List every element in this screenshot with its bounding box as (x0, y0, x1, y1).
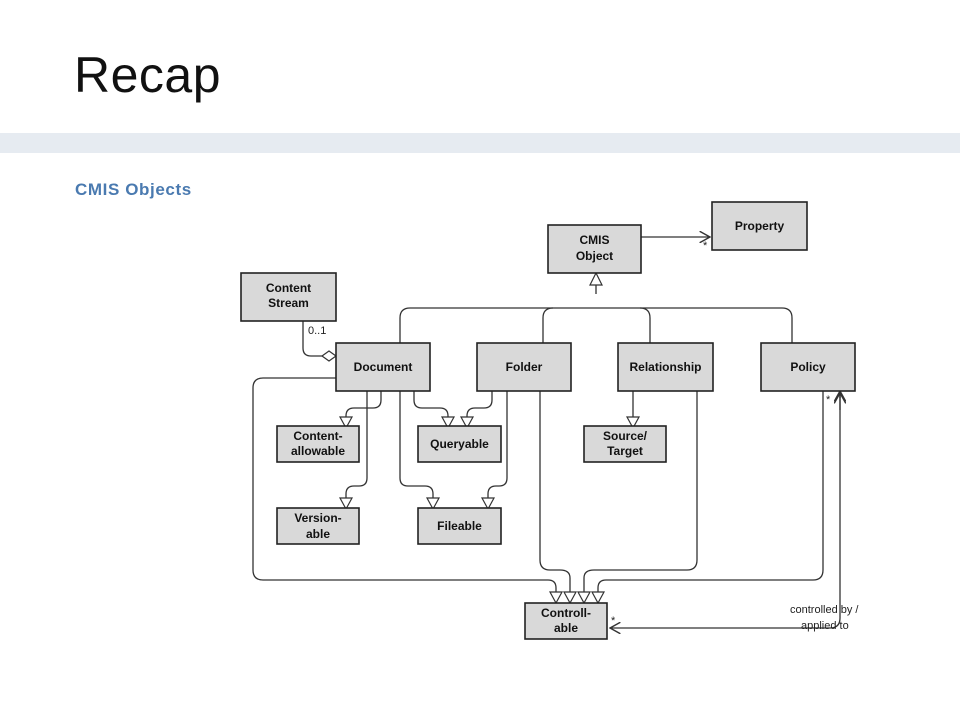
content-stream-box: Content Stream (240, 272, 337, 322)
svg-text:CMIS: CMIS (580, 233, 610, 247)
doc-to-queryable-line (413, 391, 449, 420)
svg-text:Document: Document (354, 360, 413, 374)
svg-text:Policy: Policy (790, 360, 826, 374)
doc-to-contentallowable-line (345, 391, 382, 420)
aggregation-diamond (320, 350, 338, 362)
folder-inherit-line (542, 307, 554, 343)
svg-text:Content-: Content- (293, 429, 342, 443)
svg-text:able: able (306, 527, 330, 541)
slide-title: Recap (74, 47, 222, 103)
doc-to-versionable-line (345, 391, 368, 502)
queryable-box: Queryable (417, 425, 502, 463)
svg-text:Stream: Stream (268, 296, 309, 310)
svg-text:Queryable: Queryable (430, 437, 489, 451)
svg-text:Version-: Version- (294, 511, 341, 525)
property-box: Property (711, 201, 808, 251)
rel-to-controllable-line (583, 391, 698, 592)
title-divider-band (0, 133, 960, 153)
folder-box: Folder (476, 342, 572, 392)
document-box: Document (335, 342, 431, 392)
svg-text:able: able (554, 621, 578, 635)
relationship-inherit-line (639, 307, 651, 343)
svg-text:Object: Object (576, 249, 613, 263)
property-multiplicity-star: * (703, 240, 708, 252)
folder-to-fileable-line (487, 391, 508, 502)
doc-to-controllable-line (252, 377, 557, 592)
svg-text:Target: Target (607, 444, 643, 458)
fileable-box: Fileable (417, 507, 502, 545)
svg-text:Controll-: Controll- (541, 606, 591, 620)
svg-text:Content: Content (266, 281, 311, 295)
diagram-connectors (252, 237, 841, 628)
folder-to-controllable-line (539, 391, 571, 592)
svg-text:allowable: allowable (291, 444, 345, 458)
policy-box: Policy (760, 342, 856, 392)
policy-multiplicity-star: * (826, 394, 831, 406)
slide-subtitle: CMIS Objects (75, 180, 192, 199)
relationship-box: Relationship (617, 342, 714, 392)
svg-text:Source/: Source/ (603, 429, 648, 443)
controlled-by-label: controlled by / (790, 604, 859, 616)
doc-to-fileable-line (399, 391, 434, 502)
applied-to-label: applied to (801, 620, 849, 632)
generalization-arrow (589, 271, 603, 286)
svg-text:Property: Property (735, 219, 785, 233)
versionable-box: Version- able (276, 507, 360, 545)
source-target-box: Source/ Target (583, 425, 667, 463)
multiplicity-label: 0..1 (308, 325, 326, 337)
generalization-bus (399, 307, 793, 343)
content-stream-aggregation-line (302, 320, 322, 357)
svg-text:Relationship: Relationship (629, 360, 701, 374)
svg-text:Fileable: Fileable (437, 519, 482, 533)
controllable-multiplicity-star: * (611, 615, 616, 627)
folder-to-queryable-line (466, 391, 493, 420)
content-allowable-box: Content- allowable (276, 425, 360, 463)
controlled-by-association-line (610, 393, 841, 628)
policy-to-controllable-line (597, 391, 824, 592)
cmis-object-box: CMIS Object (547, 224, 642, 274)
controllable-box: Controll- able (524, 602, 608, 640)
svg-text:Folder: Folder (506, 360, 543, 374)
